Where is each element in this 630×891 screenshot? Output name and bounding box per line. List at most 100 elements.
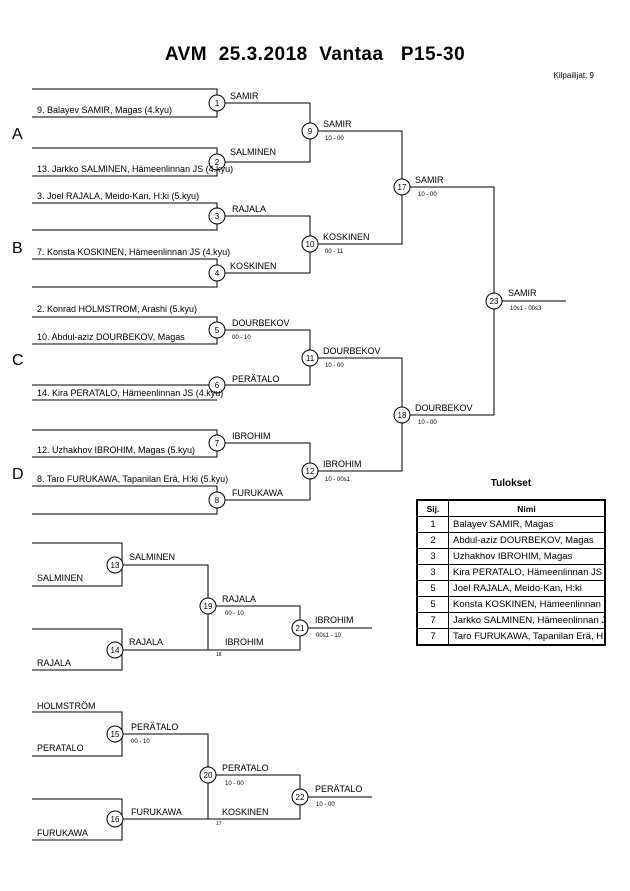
result-name: Joel RAJALA, Meido-Kan, H:ki xyxy=(448,580,606,597)
match-6-number: 6 xyxy=(215,381,220,390)
result-name: Uzhakhov IBROHIM, Magas xyxy=(448,548,606,565)
result-place: 2 xyxy=(416,532,449,549)
pool-label-c: C xyxy=(12,352,24,369)
match-17-number: 17 xyxy=(398,183,407,192)
match-4-winner: KOSKINEN xyxy=(230,261,277,271)
match-17-circle xyxy=(393,178,411,196)
results-title: Tulokset xyxy=(490,478,532,489)
match-3-winner: RAJALA xyxy=(232,204,266,214)
result-place: 5 xyxy=(416,580,449,597)
rep2-entry-3: FURUKAWA xyxy=(37,828,88,838)
match-20-opponent: KOSKINEN xyxy=(222,807,269,817)
match-14-winner: RAJALA xyxy=(129,637,163,647)
match-9-number: 9 xyxy=(308,127,313,136)
match-15-score: 00 - 10 xyxy=(131,739,150,745)
entry-8: 12. Uzhakhov IBROHIM, Magas (5.kyu) xyxy=(37,445,195,455)
result-name: Abdul-aziz DOURBEKOV, Magas xyxy=(448,532,606,549)
match-3-circle xyxy=(208,207,226,225)
match-23-winner: SAMIR xyxy=(508,288,537,298)
match-12-score: 10 - 00s1 xyxy=(325,477,351,483)
match-5-score: 00 - 10 xyxy=(232,335,251,341)
match-19-circle xyxy=(199,597,217,615)
page-title: AVM 25.3.2018 Vantaa P15-30 xyxy=(164,44,466,65)
match-10-number: 10 xyxy=(306,240,315,249)
match-18-circle xyxy=(393,406,411,424)
match-13-winner: SALMINEN xyxy=(129,552,175,562)
match-1-number: 1 xyxy=(215,99,220,108)
match-21-score: 00s1 - 10 xyxy=(316,633,342,639)
entry-2: 13. Jarkko SALMINEN, Hämeenlinnan JS (4.… xyxy=(37,164,233,174)
result-name: Taro FURUKAWA, Tapanilan Erä, H:ki xyxy=(448,628,606,646)
match-12-circle xyxy=(301,462,319,480)
match-22-circle xyxy=(291,788,309,806)
match-20-winner: PERATALO xyxy=(222,763,269,773)
result-name: Konsta KOSKINEN, Hämeenlinnan JS xyxy=(448,596,606,613)
match-19-winner: RAJALA xyxy=(222,594,256,604)
match-10-score: 00 - 11 xyxy=(325,249,344,255)
rep2-entry-1: HOLMSTRÖM xyxy=(37,701,96,711)
rep1-entry-2: RAJALA xyxy=(37,658,71,668)
match-22-winner: PERÄTALO xyxy=(315,784,362,794)
match-22-number: 22 xyxy=(296,793,305,802)
entry-9: 8. Taro FURUKAWA, Tapanilan Erä, H:ki (5… xyxy=(37,474,228,484)
match-15-winner: PERÄTALO xyxy=(131,722,178,732)
pool-label-b: B xyxy=(12,240,23,257)
match-13-circle xyxy=(106,556,124,574)
match-14-number: 14 xyxy=(111,646,120,655)
match-16-winner: FURUKAWA xyxy=(131,807,182,817)
match-4-circle xyxy=(208,264,226,282)
match-10-winner: KOSKINEN xyxy=(323,232,370,242)
match-8-number: 8 xyxy=(215,496,220,505)
match-23-number: 23 xyxy=(490,297,499,306)
match-17-winner: SAMIR xyxy=(415,175,444,185)
match-5-circle xyxy=(208,321,226,339)
match-7-circle xyxy=(208,434,226,452)
match-18-winner: DOURBEKOV xyxy=(415,403,473,413)
match-15-number: 15 xyxy=(111,730,120,739)
competitor-count: Kilpailijat: 9 xyxy=(553,71,594,80)
match-7-number: 7 xyxy=(215,439,220,448)
match-20-note: 17 xyxy=(216,821,222,827)
match-1-circle xyxy=(208,94,226,112)
match-9-score: 10 - 00 xyxy=(325,136,344,142)
result-place: 7 xyxy=(416,612,449,629)
match-4-number: 4 xyxy=(215,269,220,278)
match-9-circle xyxy=(301,122,319,140)
result-place: 7 xyxy=(416,628,449,646)
results-header-place: Sij. xyxy=(416,499,449,517)
match-14-circle xyxy=(106,641,124,659)
entry-6: 10. Abdul-aziz DOURBEKOV, Magas xyxy=(37,332,185,342)
match-18-score: 10 - 00 xyxy=(418,420,437,426)
match-2-number: 2 xyxy=(215,158,220,167)
result-place: 3 xyxy=(416,548,449,565)
match-20-score: 10 - 00 xyxy=(225,781,244,787)
pool-label-a: A xyxy=(12,126,23,143)
match-12-winner: IBROHIM xyxy=(323,459,362,469)
match-20-circle xyxy=(199,766,217,784)
match-16-circle xyxy=(106,810,124,828)
match-19-number: 19 xyxy=(204,602,213,611)
entry-4: 7. Konsta KOSKINEN, Hämeenlinnan JS (4.k… xyxy=(37,247,230,257)
match-2-circle xyxy=(208,153,226,171)
match-23-circle xyxy=(485,292,503,310)
match-9-winner: SAMIR xyxy=(323,119,352,129)
match-5-number: 5 xyxy=(215,326,220,335)
match-11-number: 11 xyxy=(306,354,315,363)
match-22-score: 10 - 00 xyxy=(316,802,335,808)
match-15-circle xyxy=(106,725,124,743)
match-17-score: 10 - 00 xyxy=(418,192,437,198)
match-23-score: 10s1 - 00s3 xyxy=(510,306,542,312)
match-8-winner: FURUKAWA xyxy=(232,488,283,498)
match-16-number: 16 xyxy=(111,815,120,824)
